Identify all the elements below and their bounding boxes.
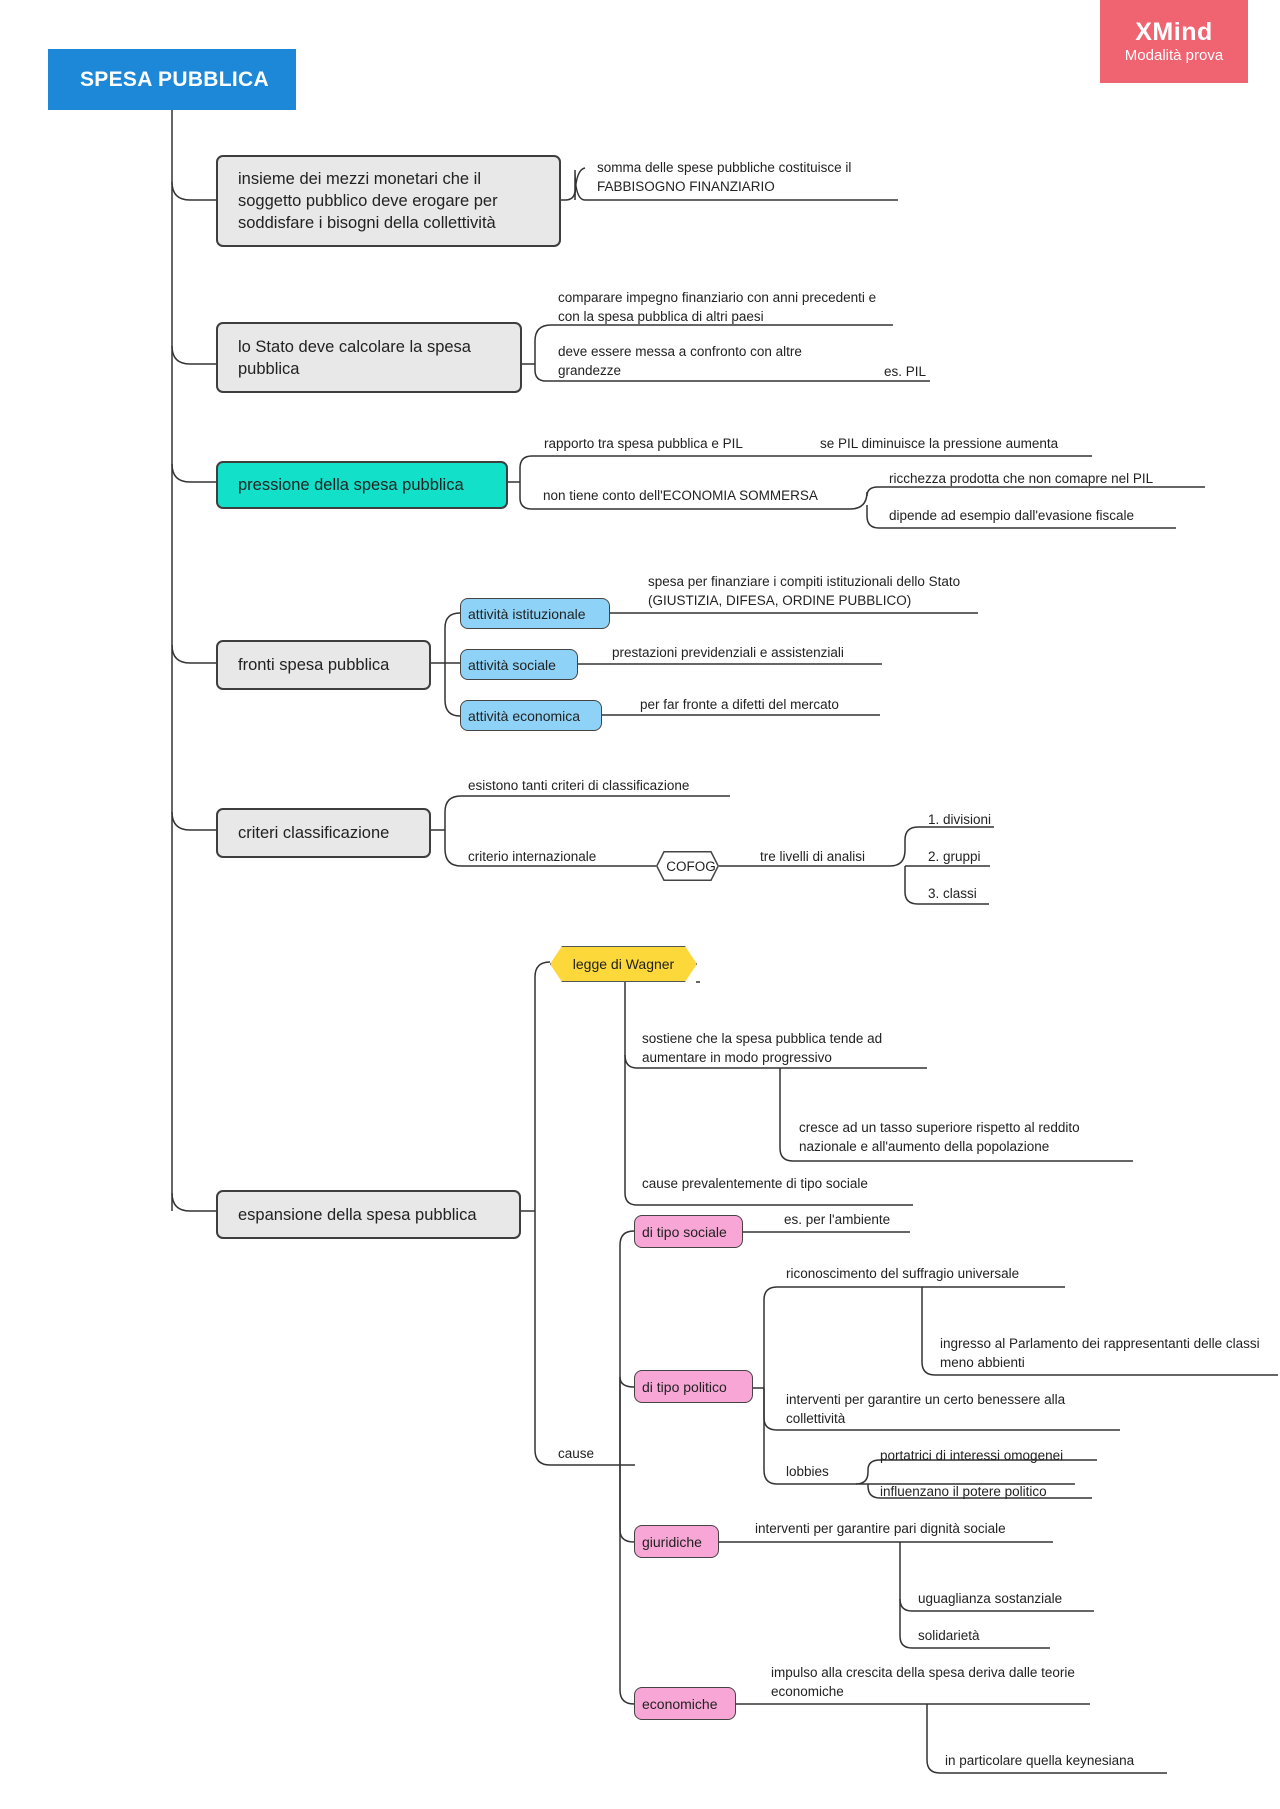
level-classi: 3. classi [928, 886, 977, 901]
desc-sociale: prestazioni previdenziali e assistenzial… [612, 645, 844, 660]
note-wagner-cause: cause prevalentemente di tipo sociale [642, 1176, 868, 1191]
tag-attivita-economica[interactable]: attività economica [460, 700, 602, 731]
note-confronto: deve essere messa a confronto con altre … [558, 344, 802, 378]
tag-tipo-sociale[interactable]: di tipo sociale [634, 1215, 743, 1248]
tag-tipo-politico[interactable]: di tipo politico [634, 1370, 753, 1403]
desc-istituzionale: spesa per finanziare i compiti istituzio… [648, 574, 961, 608]
note-evasione: dipende ad esempio dall'evasione fiscale [889, 508, 1134, 523]
topic-definizione[interactable]: insieme dei mezzi monetari che il sogget… [216, 155, 561, 247]
note-keynesiana: in particolare quella keynesiana [945, 1753, 1135, 1768]
xmind-trial-badge: XMind Modalità prova [1100, 0, 1248, 83]
note-wagner-progressivo: sostiene che la spesa pubblica tende ad … [642, 1031, 883, 1065]
note-criterio-internazionale: criterio internazionale [468, 849, 597, 864]
level-gruppi: 2. gruppi [928, 849, 981, 864]
topic-pressione[interactable]: pressione della spesa pubblica [216, 461, 508, 509]
level-divisioni: 1. divisioni [928, 812, 992, 827]
note-comparare: comparare impegno finanziario con anni p… [558, 290, 877, 324]
desc-economica: per far fronte a difetti del mercato [640, 697, 839, 712]
topic-calcolo[interactable]: lo Stato deve calcolare la spesa pubblic… [216, 322, 522, 393]
note-suffragio: riconoscimento del suffragio universale [786, 1266, 1020, 1281]
note-tanti-criteri: esistono tanti criteri di classificazion… [468, 778, 690, 793]
tag-attivita-sociale[interactable]: attività sociale [460, 649, 578, 680]
tag-attivita-istituzionale[interactable]: attività istituzionale [460, 598, 610, 629]
cofog-hexagon-shape [656, 851, 719, 881]
note-lobbies-interessi: portatrici di interessi omogenei [880, 1448, 1064, 1463]
note-uguaglianza: uguaglianza sostanziale [918, 1591, 1063, 1606]
tag-giuridiche[interactable]: giuridiche [634, 1525, 719, 1558]
note-rapporto: rapporto tra spesa pubblica e PIL [544, 436, 743, 451]
label-lobbies: lobbies [786, 1464, 829, 1479]
topic-espansione[interactable]: espansione della spesa pubblica [216, 1190, 521, 1239]
note-parlamento: ingresso al Parlamento dei rappresentant… [940, 1336, 1260, 1370]
trial-mode-label: Modalità prova [1124, 47, 1224, 64]
note-es-pil: es. PIL [884, 364, 927, 379]
note-fabbisogno: somma delle spese pubbliche costituisce … [597, 160, 852, 194]
root-topic[interactable]: SPESA PUBBLICA [48, 49, 296, 110]
topic-criteri[interactable]: criteri classificazione [216, 808, 431, 858]
label-cause: cause [558, 1446, 595, 1461]
topic-fronti[interactable]: fronti spesa pubblica [216, 640, 431, 690]
note-economia-sommersa: non tiene conto dell'ECONOMIA SOMMERSA [543, 488, 818, 503]
note-pil-diminuisce: se PIL diminuisce la pressione aumenta [820, 436, 1059, 451]
tag-cofog[interactable]: COFOG [656, 851, 719, 881]
tag-legge-wagner[interactable]: legge di Wagner [550, 946, 697, 982]
note-lobbies-potere: influenzano il potere politico [880, 1484, 1047, 1499]
note-solidarieta: solidarietà [918, 1628, 980, 1643]
cofog-label: COFOG [666, 858, 716, 874]
brand-name: XMind [1135, 18, 1213, 46]
note-benessere: interventi per garantire un certo beness… [786, 1392, 1066, 1426]
note-pari-dignita: interventi per garantire pari dignità so… [755, 1521, 1006, 1536]
note-ambiente: es. per l'ambiente [784, 1212, 891, 1227]
note-wagner-tasso: cresce ad un tasso superiore rispetto al… [799, 1120, 1080, 1154]
note-ricchezza: ricchezza prodotta che non comapre nel P… [889, 471, 1154, 486]
note-impulso-crescita: impulso alla crescita della spesa deriva… [771, 1665, 1075, 1699]
note-tre-livelli: tre livelli di analisi [760, 849, 866, 864]
tag-economiche[interactable]: economiche [634, 1687, 736, 1720]
